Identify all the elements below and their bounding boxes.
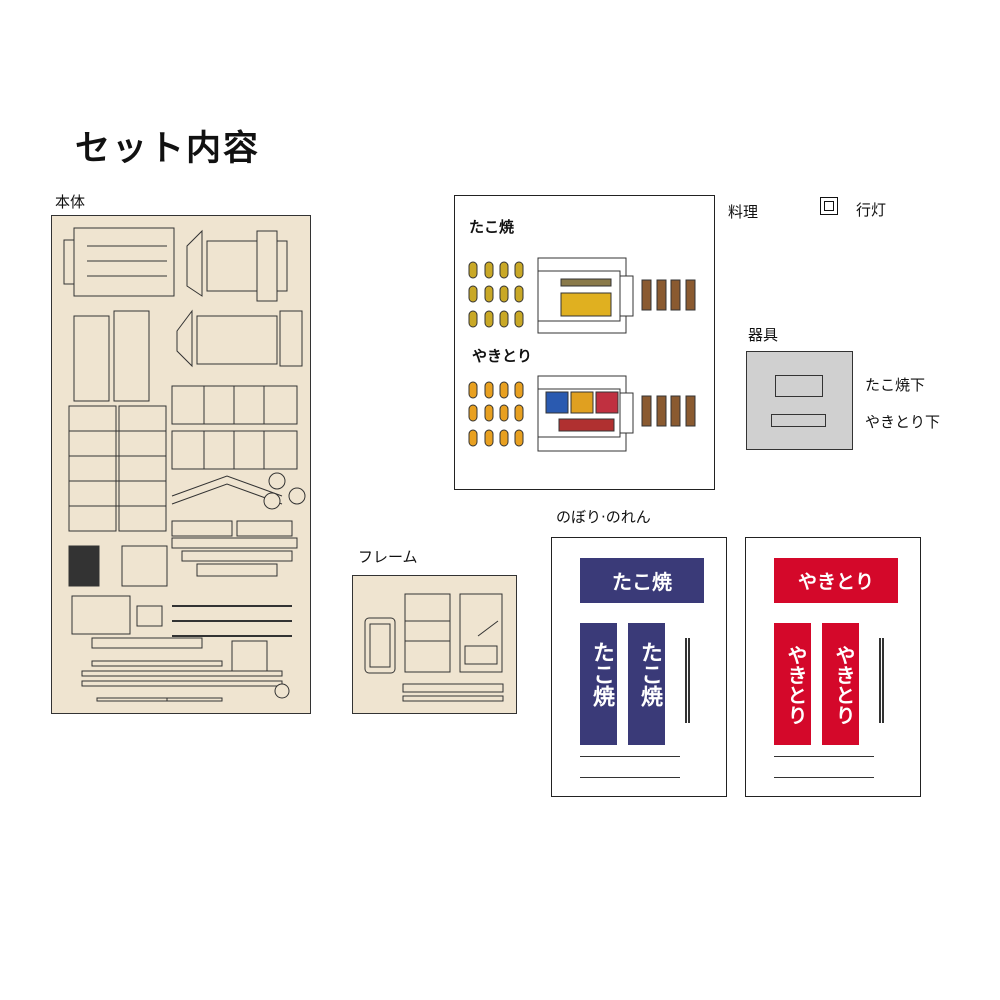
yakitori-nobori-text: やきとり (832, 645, 856, 725)
yakitori-noren: やきとり (774, 558, 898, 603)
page-title: セット内容 (75, 129, 261, 169)
yakitori-banner-sheet: やきとり やきとり やきとり (745, 537, 921, 797)
takoyaki-nobori-text: たこ焼 (637, 641, 662, 707)
yakitori-noren-text: やきとり (797, 571, 874, 593)
yakitori-base-label: やきとり下 (865, 413, 941, 431)
body-label: 本体 (55, 193, 86, 211)
lantern-legend-icon (820, 197, 838, 215)
yakitori-nobori-1: やきとり (774, 623, 811, 745)
takoyaki-nobori-1: たこ焼 (580, 623, 617, 745)
takoyaki-noren: たこ焼 (580, 558, 704, 603)
frame-label: フレーム (358, 548, 418, 566)
food-label: 料理 (728, 203, 759, 221)
lantern-label: 行灯 (856, 201, 887, 219)
tools-label: 器具 (748, 326, 779, 344)
frame-parts-drawing (364, 593, 504, 702)
body-parts-drawing (63, 227, 306, 702)
body-parts-sheet (51, 215, 311, 714)
takoyaki-base-label: たこ焼下 (865, 376, 926, 394)
food-parts-sheet: たこ焼 やきとり (454, 195, 715, 490)
food-parts-drawing (468, 257, 696, 452)
frame-parts-sheet (352, 575, 517, 714)
takoyaki-noren-text: たこ焼 (612, 570, 672, 594)
takoyaki-nobori-text: たこ焼 (589, 641, 614, 707)
tools-sheet (746, 351, 853, 450)
takoyaki-banner-sheet: たこ焼 たこ焼 たこ焼 (551, 537, 727, 797)
yakitori-nobori-2: やきとり (822, 623, 859, 745)
yakitori-food-label: やきとり (472, 347, 533, 365)
yakitori-awning (774, 756, 874, 778)
takoyaki-awning (580, 756, 680, 778)
yakitori-base-part (771, 414, 826, 427)
yakitori-nobori-text: やきとり (784, 645, 808, 725)
banners-label: のぼり·のれん (556, 508, 651, 526)
yakitori-menu-tags (879, 638, 902, 723)
takoyaki-base-part (775, 375, 823, 397)
takoyaki-food-label: たこ焼 (469, 218, 515, 236)
takoyaki-nobori-2: たこ焼 (628, 623, 665, 745)
takoyaki-menu-tags (685, 638, 708, 723)
